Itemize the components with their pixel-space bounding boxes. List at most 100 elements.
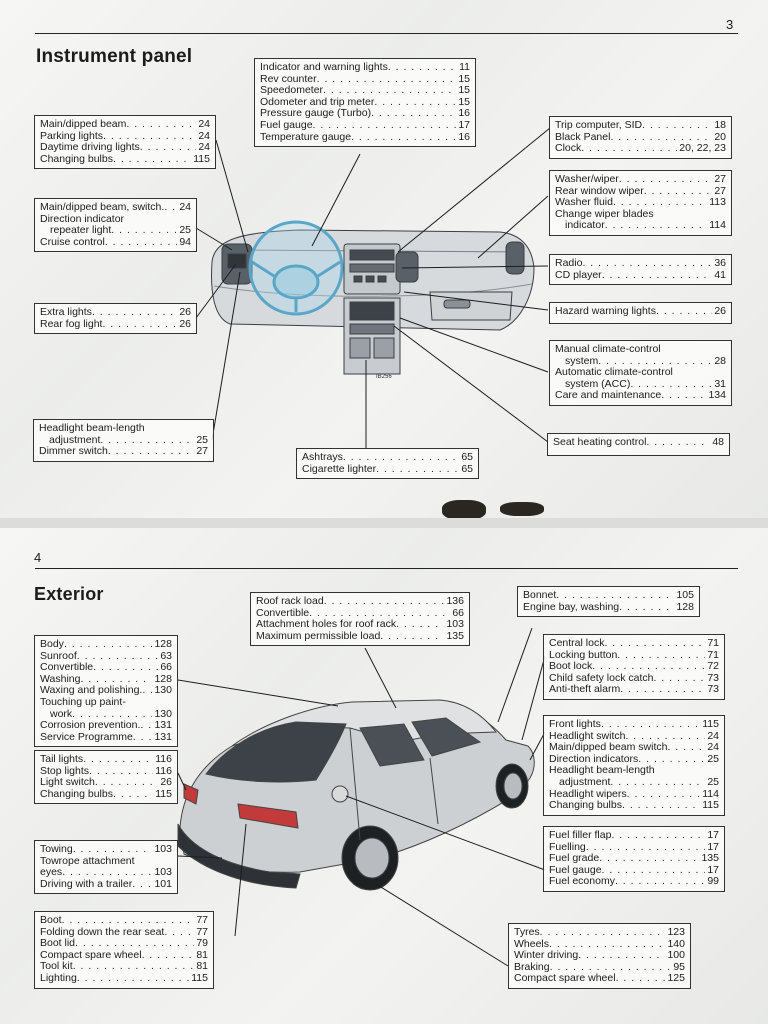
leader-dots	[164, 202, 177, 214]
index-entry: Braking95	[514, 960, 685, 974]
index-entry: Rear fog light26	[40, 318, 191, 331]
ink-stain	[442, 500, 486, 520]
entry-page-number: 116	[155, 753, 172, 765]
leader-dots	[619, 602, 674, 614]
entry-label: Sunroof	[40, 649, 77, 662]
leader-dots	[605, 220, 708, 232]
entry-page-number: 25	[707, 775, 719, 788]
entry-label: Rev counter	[260, 72, 317, 85]
leader-dots	[667, 742, 705, 754]
leader-dots	[89, 766, 153, 778]
entry-page-number: 135	[701, 852, 719, 865]
index-entry: Main/dipped beam, switch.24	[40, 201, 191, 214]
index-entry: Odometer and trip meter15	[260, 95, 470, 109]
index-entry: Fuel economy99	[549, 876, 719, 888]
box-trip-computer: Trip computer, SID18 Black Panel20 Clock…	[549, 116, 732, 159]
index-entry: Parking lights24	[40, 130, 210, 143]
entry-page-number: 24	[707, 729, 719, 742]
index-entry: Washer fluid113	[555, 197, 726, 209]
leader-dots	[142, 685, 152, 697]
box-main-beam: Main/dipped beam24 Parking lights24 Dayt…	[34, 115, 216, 170]
index-entry: Winter driving100	[514, 950, 685, 962]
leader-dots	[619, 174, 713, 186]
leader-dots	[317, 74, 457, 86]
entry-label: Fuelling	[549, 840, 586, 853]
leader-dots	[396, 619, 444, 631]
entry-page-number: 24	[707, 741, 719, 754]
entry-page-number: 17	[707, 829, 719, 841]
leader-dots	[642, 120, 712, 132]
entry-page-number: 71	[707, 637, 719, 649]
entry-label: Body	[40, 638, 64, 650]
index-entry: Headlight beam-length	[39, 422, 208, 435]
entry-page-number: 135	[446, 629, 464, 642]
leader-dots	[610, 777, 705, 789]
entry-label: Stop lights	[40, 764, 90, 777]
entry-label: Changing bulbs	[549, 799, 622, 812]
index-entry: Hazard warning lights26	[555, 305, 726, 318]
entry-label: Driving with a trailer	[40, 877, 133, 890]
entry-label: Ashtrays	[302, 451, 343, 463]
page-number: 4	[34, 550, 42, 565]
leader-dots	[380, 631, 444, 643]
entry-label: Direction indicator	[40, 212, 125, 225]
index-entry: work130	[40, 708, 172, 721]
index-entry: Change wiper blades	[555, 208, 726, 221]
entry-label: Fuel gauge	[260, 118, 313, 131]
leader-dots	[140, 720, 152, 732]
entry-page-number: 115	[702, 718, 719, 730]
index-entry: Speedometer15	[260, 85, 470, 97]
entry-label: Odometer and trip meter	[260, 95, 375, 108]
leader-dots	[601, 719, 700, 731]
index-entry: repeater light25	[40, 225, 191, 237]
index-entry: Manual climate-control	[555, 343, 726, 356]
entry-label: Pressure gauge (Turbo)	[260, 107, 372, 120]
leader-dots	[586, 842, 706, 854]
box-hazard: Hazard warning lights26	[549, 302, 732, 324]
index-entry: Compact spare wheel125	[514, 973, 685, 985]
entry-page-number: 72	[707, 660, 719, 673]
entry-label: Indicator and warning lights	[260, 61, 388, 73]
entry-page-number: 25	[179, 224, 191, 237]
index-entry: adjustment25	[39, 434, 208, 447]
entry-page-number: 103	[446, 618, 464, 631]
box-beam-switch: Main/dipped beam, switch.24 Direction in…	[34, 198, 197, 253]
entry-label: Central lock	[549, 637, 605, 649]
entry-label: Braking	[514, 960, 550, 973]
entry-label: Wheels	[514, 937, 550, 950]
entry-label: Black Panel	[555, 130, 611, 143]
index-entry: Front lights115	[549, 718, 719, 731]
index-entry: Temperature gauge16	[260, 130, 470, 144]
leader-dots	[113, 789, 153, 801]
index-entry: Corrosion prevention.131	[40, 720, 172, 732]
leader-dots	[108, 446, 194, 458]
entry-label: Light switch	[40, 776, 95, 789]
entry-page-number: 28	[714, 354, 726, 367]
entry-page-number: 130	[154, 684, 172, 697]
index-entry: Boot77	[40, 914, 208, 927]
leader-dots	[133, 732, 153, 744]
index-entry: Body128	[40, 638, 172, 651]
index-entry: Direction indicators25	[549, 753, 719, 766]
index-entry: Compact spare wheel81	[40, 949, 208, 962]
section-heading: Exterior	[34, 584, 104, 604]
entry-label: Temperature gauge	[260, 130, 352, 143]
leader-dots	[620, 684, 705, 696]
leader-dots	[622, 800, 700, 812]
box-extra-lights: Extra lights26 Rear fog light26	[34, 303, 197, 335]
index-entry: Clock20, 22, 23	[555, 143, 726, 155]
box-seat-heating: Seat heating control48	[547, 433, 730, 456]
index-entry: Seat heating control48	[553, 436, 724, 449]
index-entry: Rev counter 15	[260, 72, 470, 86]
page-number: 3	[726, 17, 734, 32]
entry-page-number: 115	[191, 971, 208, 984]
entry-page-number: 105	[676, 589, 694, 601]
entry-page-number: 15	[458, 72, 470, 85]
index-entry: Bonnet105	[523, 589, 694, 602]
box-fuel: Fuel filler flap17 Fuelling17 Fuel grade…	[543, 826, 725, 892]
index-entry: Changing bulbs115	[549, 800, 719, 812]
leader-dots	[376, 464, 459, 476]
leader-dots	[100, 435, 194, 447]
leader-dots	[164, 927, 194, 939]
index-entry: Changing bulbs115	[40, 153, 210, 166]
